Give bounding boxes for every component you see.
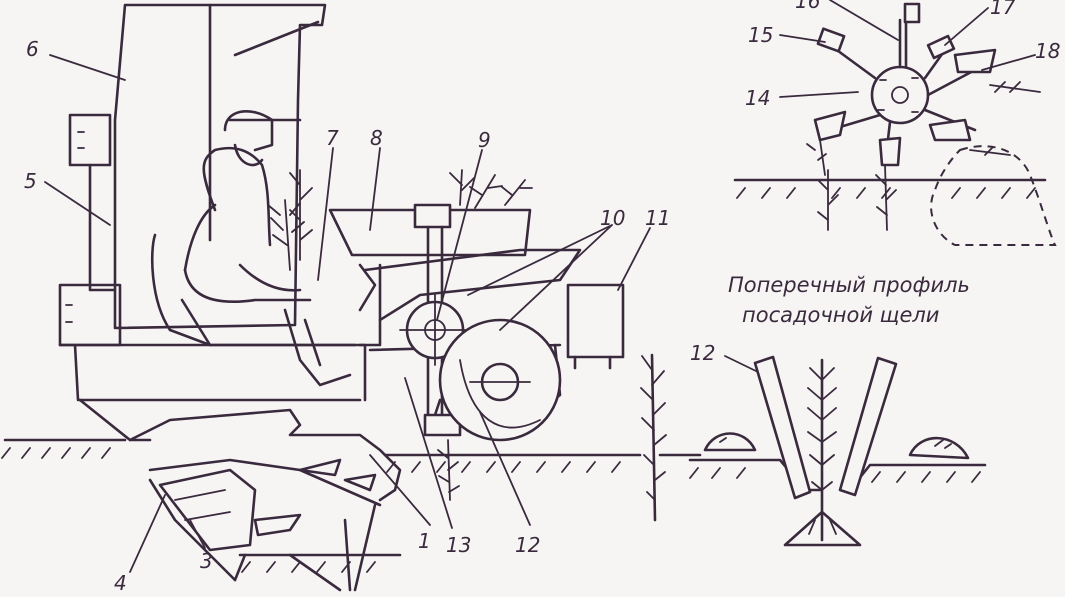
feed-mechanism — [399, 203, 471, 437]
slot-profile — [688, 355, 987, 547]
planted-seedlings — [437, 353, 667, 522]
label-16: 16 — [795, 0, 820, 13]
label-6: 6 — [26, 37, 39, 61]
seedling-hopper — [328, 169, 533, 312]
rotor-detail — [733, 2, 1057, 246]
furrow-opener — [128, 408, 402, 592]
label-9: 9 — [478, 128, 491, 152]
label-17: 17 — [990, 0, 1016, 19]
label-10: 10 — [600, 206, 625, 230]
label-18: 18 — [1035, 39, 1060, 63]
label-14: 14 — [745, 86, 770, 110]
label-3: 3 — [200, 549, 213, 573]
label-1: 1 — [418, 529, 431, 553]
label-7: 7 — [326, 126, 339, 150]
operator-cab — [68, 3, 327, 330]
part-labels: 6 5 7 8 9 10 11 1 13 12 3 4 12 14 15 16 … — [24, 0, 1060, 595]
label-12: 12 — [515, 533, 540, 557]
label-12-profile: 12 — [690, 341, 715, 365]
leader-lines — [44, 0, 1036, 573]
label-13: 13 — [446, 533, 471, 557]
ground-main — [1, 438, 702, 573]
press-wheel — [438, 318, 562, 442]
label-5: 5 — [24, 169, 37, 193]
label-15: 15 — [748, 23, 773, 47]
label-11: 11 — [645, 206, 670, 230]
label-8: 8 — [370, 126, 383, 150]
caption-line-2: посадочной щели — [742, 303, 939, 327]
caption-line-1: Поперечный профиль — [728, 273, 970, 297]
profile-caption: Поперечный профиль посадочной щели — [728, 273, 970, 327]
operator-figure — [150, 110, 357, 387]
container-box — [566, 283, 625, 370]
label-4: 4 — [114, 571, 127, 595]
